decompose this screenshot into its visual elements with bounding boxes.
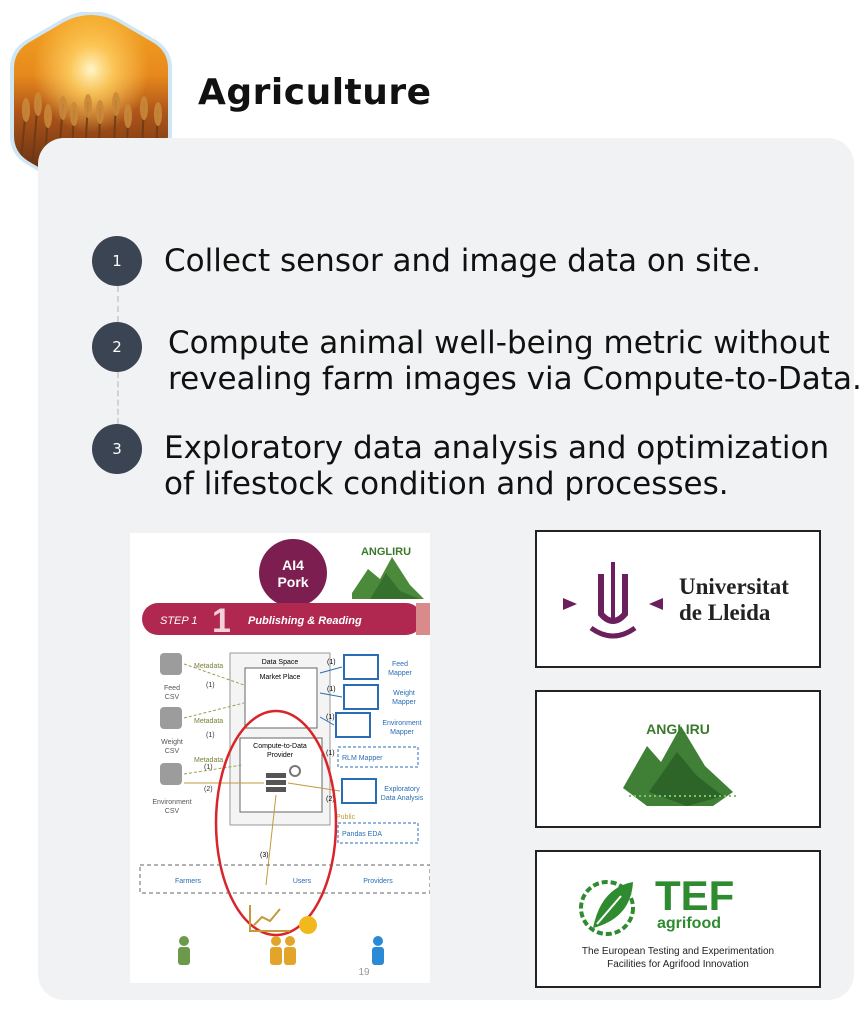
page-title: Agriculture xyxy=(198,72,432,113)
angliru-mountain-icon xyxy=(352,557,424,599)
tef-leaf-gear-icon xyxy=(579,880,635,936)
angliru-logo-box: ANGLIRU xyxy=(535,690,821,828)
marker-2: (2) xyxy=(204,786,213,793)
udl-name-line2: de Lleida xyxy=(679,600,771,625)
mapper-label: Mapper xyxy=(388,670,412,677)
angliru-logo-text: ANGLIRU xyxy=(646,721,710,737)
weight-csv-icon xyxy=(160,707,182,729)
step-connector xyxy=(117,372,119,424)
metadata-label: Metadata xyxy=(194,757,223,764)
highlight-ellipse xyxy=(214,709,338,937)
provider-person-icon xyxy=(372,936,384,965)
step-text: Exploratory data analysis and optimizati… xyxy=(164,430,830,502)
source-label: CSV xyxy=(165,808,180,815)
mapper-label: Feed xyxy=(392,661,408,668)
udl-logo-box: Universitat de Lleida xyxy=(535,530,821,668)
marker-3: (3) xyxy=(260,852,269,859)
terminal-icon xyxy=(343,654,379,680)
udl-name-line1: Universitat xyxy=(679,574,789,599)
udl-emblem-icon xyxy=(563,562,663,639)
marker-1: (1) xyxy=(326,750,335,757)
pandas-eda-label: Pandas EDA xyxy=(342,831,382,838)
users-person-icon xyxy=(270,936,296,965)
step-number-badge: 2 xyxy=(92,322,142,372)
tef-logo-box: TEF agrifood The European Testing and Ex… xyxy=(535,850,821,988)
tef-caption-line2: Facilities for Agrifood Innovation xyxy=(607,959,749,970)
step-title: Publishing & Reading xyxy=(248,615,362,627)
terminal-icon xyxy=(343,684,379,710)
rlm-mapper-label: RLM Mapper xyxy=(342,755,383,762)
tef-sub-text: agrifood xyxy=(657,915,721,932)
feed-csv-icon xyxy=(160,653,182,675)
marker-1: (1) xyxy=(206,682,215,689)
server-icon xyxy=(266,773,286,792)
source-label: Weight xyxy=(161,739,183,746)
c2d-label-line2: Provider xyxy=(267,752,294,759)
chart-icon xyxy=(249,905,317,934)
terminal-icon xyxy=(341,778,377,804)
gear-icon xyxy=(289,765,301,777)
step-text: Collect sensor and image data on site. xyxy=(164,243,762,279)
mapper-label: Environment xyxy=(382,720,421,727)
angliru-mountain-icon xyxy=(623,726,737,806)
marker-1: (1) xyxy=(204,764,213,771)
farmers-label: Farmers xyxy=(175,878,202,885)
marker-1: (1) xyxy=(326,714,335,721)
tef-logo-text: TEF xyxy=(655,872,734,919)
source-label: Environment xyxy=(152,799,191,806)
providers-label: Providers xyxy=(363,878,393,885)
metadata-label: Metadata xyxy=(194,718,223,725)
step-big-number: 1 xyxy=(212,602,231,640)
angliru-label: ANGLIRU xyxy=(361,546,411,558)
farmer-person-icon xyxy=(178,936,190,965)
terminal-icon xyxy=(335,712,371,738)
marker-1: (1) xyxy=(327,686,336,693)
eda-label: Data Analysis xyxy=(381,795,424,802)
mapper-label: Mapper xyxy=(390,729,414,736)
step-label: STEP 1 xyxy=(160,615,198,627)
environment-csv-icon xyxy=(160,763,182,785)
marker-2: (2) xyxy=(326,796,335,803)
ai4pork-badge-line2: Pork xyxy=(277,574,308,590)
ai4pork-diagram: AI4 Pork ANGLIRU STEP 1 1 Publishing & R… xyxy=(130,533,431,983)
page-number: 19 xyxy=(358,967,370,978)
market-place-label: Market Place xyxy=(260,674,301,681)
metadata-label: Metadata xyxy=(194,663,223,670)
source-label: Feed xyxy=(164,685,180,692)
c2d-label-line1: Compute-to-Data xyxy=(253,743,307,750)
marker-1: (1) xyxy=(206,732,215,739)
source-label: CSV xyxy=(165,694,180,701)
marker-1: (1) xyxy=(327,659,336,666)
step-number-badge: 1 xyxy=(92,236,142,286)
mapper-label: Mapper xyxy=(392,699,416,706)
step-number-badge: 3 xyxy=(92,424,142,474)
ai4pork-badge-line1: AI4 xyxy=(282,557,304,573)
mapper-label: Weight xyxy=(393,690,415,697)
public-label: Public xyxy=(336,814,356,821)
step-text: Compute animal well-being metric without… xyxy=(168,325,862,397)
users-label: Users xyxy=(293,878,312,885)
eda-label: Exploratory xyxy=(384,786,420,793)
step-connector xyxy=(117,286,119,322)
data-space-label: Data Space xyxy=(262,659,299,666)
tef-caption-line1: The European Testing and Experimentation xyxy=(582,946,774,957)
source-label: CSV xyxy=(165,748,180,755)
